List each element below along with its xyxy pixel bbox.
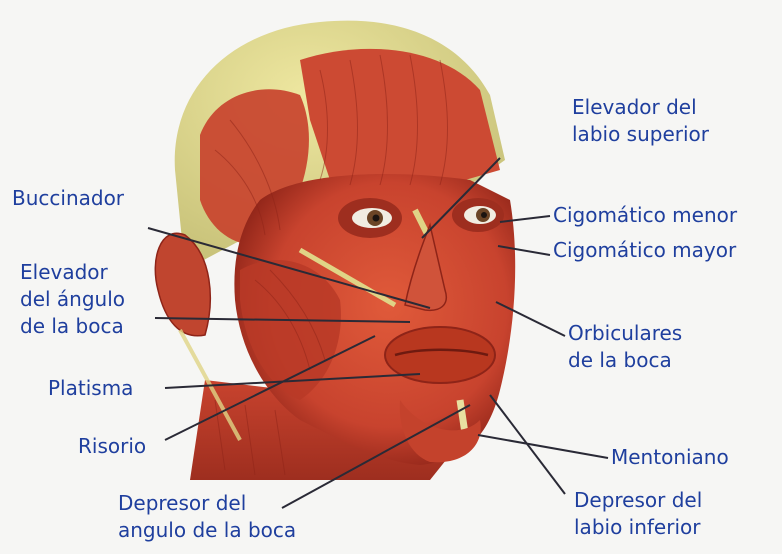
- label-risorio: Risorio: [78, 433, 146, 460]
- label-line: Cigomático menor: [553, 202, 737, 229]
- label-elevador-labio-superior: Elevador del labio superior: [572, 94, 709, 148]
- label-line: angulo de la boca: [118, 517, 296, 544]
- label-depresor-angulo-boca: Depresor del angulo de la boca: [118, 490, 296, 544]
- label-line: Cigomático mayor: [553, 237, 736, 264]
- label-line: del ángulo: [20, 286, 125, 313]
- label-line: Risorio: [78, 433, 146, 460]
- left-pupil: [373, 215, 380, 222]
- label-line: de la boca: [568, 347, 682, 374]
- label-line: labio inferior: [574, 514, 702, 541]
- label-line: Platisma: [48, 375, 133, 402]
- label-line: Elevador: [20, 259, 125, 286]
- label-cigomatico-menor: Cigomático menor: [553, 202, 737, 229]
- label-line: Orbiculares: [568, 320, 682, 347]
- label-elevador-angulo-boca: Elevador del ángulo de la boca: [20, 259, 125, 340]
- label-mentoniano: Mentoniano: [611, 444, 729, 471]
- label-line: Depresor del: [118, 490, 296, 517]
- right-pupil: [481, 212, 487, 218]
- label-orbiculares-boca: Orbiculares de la boca: [568, 320, 682, 374]
- label-line: Depresor del: [574, 487, 702, 514]
- label-buccinador: Buccinador: [12, 185, 124, 212]
- label-line: de la boca: [20, 313, 125, 340]
- label-depresor-labio-inferior: Depresor del labio inferior: [574, 487, 702, 541]
- label-line: Buccinador: [12, 185, 124, 212]
- label-cigomatico-mayor: Cigomático mayor: [553, 237, 736, 264]
- label-line: labio superior: [572, 121, 709, 148]
- leader-mentoniano: [478, 435, 608, 458]
- label-line: Mentoniano: [611, 444, 729, 471]
- leader-depresor-labio: [490, 395, 565, 494]
- label-line: Elevador del: [572, 94, 709, 121]
- label-platisma: Platisma: [48, 375, 133, 402]
